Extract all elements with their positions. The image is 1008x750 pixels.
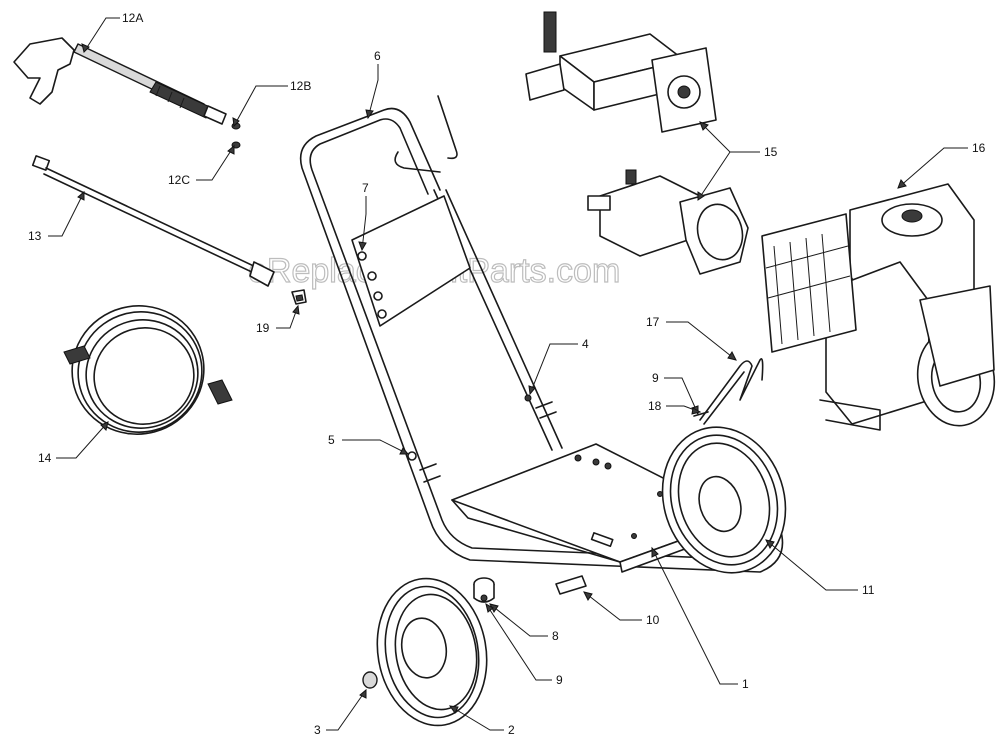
callout-8: 8 — [552, 629, 559, 643]
handle-frame-part — [299, 95, 784, 573]
callout-labels: 12A 12B 12C 13 14 19 6 7 5 4 15 16 17 9 … — [28, 11, 986, 737]
engine-part — [761, 183, 996, 431]
o-ring-part — [231, 122, 241, 149]
rear-wheel-part — [661, 426, 787, 574]
callout-14: 14 — [38, 451, 52, 465]
callout-15: 15 — [764, 145, 778, 159]
nozzle-part — [291, 289, 307, 305]
callout-2: 2 — [508, 723, 515, 737]
pump-part — [525, 11, 749, 275]
callout-1: 1 — [742, 677, 749, 691]
callout-13: 13 — [28, 229, 42, 243]
callout-12B: 12B — [290, 79, 311, 93]
hub-cap-part — [362, 671, 378, 689]
callout-7: 7 — [362, 181, 369, 195]
callout-9-lower: 9 — [556, 673, 563, 687]
callout-17: 17 — [646, 315, 660, 329]
spray-wand-part — [31, 155, 275, 287]
callout-11: 11 — [862, 583, 875, 597]
callout-6: 6 — [374, 49, 381, 63]
front-wheel-part — [376, 577, 488, 727]
callout-12A: 12A — [122, 11, 143, 25]
callout-3: 3 — [314, 723, 321, 737]
callout-16: 16 — [972, 141, 986, 155]
callout-18: 18 — [648, 399, 662, 413]
spray-gun-part — [13, 37, 227, 125]
leader-lines — [48, 17, 968, 731]
bracket-part — [693, 358, 764, 425]
callout-12C: 12C — [168, 173, 190, 187]
callout-10: 10 — [646, 613, 660, 627]
callout-4: 4 — [582, 337, 589, 351]
callout-5: 5 — [328, 433, 335, 447]
spacer-part — [473, 577, 495, 603]
callout-9-upper: 9 — [652, 371, 659, 385]
high-pressure-hose-part — [63, 305, 233, 435]
callout-19: 19 — [256, 321, 270, 335]
axle-part — [555, 575, 587, 595]
